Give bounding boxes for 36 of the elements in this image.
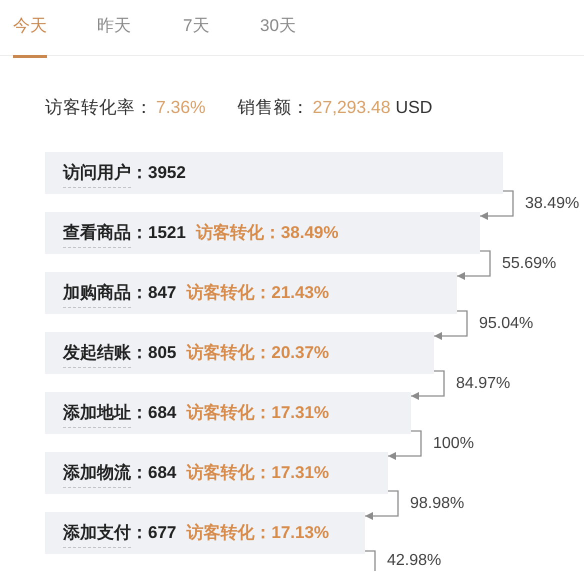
funnel-bar — [45, 212, 480, 254]
connector-arrow — [457, 250, 491, 280]
connector-arrow — [480, 190, 514, 220]
conversion-rate: 访客转化：17.31% — [186, 403, 330, 423]
active-tab: 今天 — [13, 16, 47, 58]
conversion-rate: 访客转化：17.31% — [186, 463, 330, 483]
currency-unit: USD — [395, 97, 432, 117]
stage-count: 添加支付：677 — [63, 518, 176, 548]
funnel-bar — [45, 452, 388, 494]
metric-value: 7.36% — [156, 97, 206, 117]
conversion-rate: 访客转化：38.49% — [196, 223, 338, 243]
tab-label: 7天 — [183, 16, 210, 36]
stage-count: 加购商品：847 — [63, 278, 176, 308]
metric-label: 访客转化率： — [45, 97, 153, 117]
connector-arrow — [365, 490, 399, 520]
stage-count: 添加地址：684 — [63, 398, 176, 428]
metric-value: 27,293.48 — [312, 97, 390, 117]
conversion-rate: 访客转化：17.13% — [186, 523, 330, 543]
stage-count: 访问用户：3952 — [63, 158, 186, 188]
tab-label: 昨天 — [97, 16, 131, 36]
funnel-bar — [45, 152, 503, 194]
stage-count: 查看商品：1521 — [63, 218, 186, 248]
funnel-bar — [45, 272, 457, 314]
metric-label: 销售额： — [238, 97, 310, 117]
stage-count: 发起结账：805 — [63, 338, 176, 368]
conversion-rate: 访客转化：20.37% — [186, 343, 330, 363]
connector-arrow — [365, 550, 376, 571]
stage-count: 添加物流：684 — [63, 458, 176, 488]
connector-arrow — [411, 370, 445, 400]
connector-arrow — [388, 430, 422, 460]
funnel-bar — [45, 512, 365, 554]
conversion-rate: 访客转化：21.43% — [186, 283, 330, 303]
connector-arrow — [434, 310, 468, 340]
tab-label: 30天 — [260, 16, 296, 36]
funnel-bar — [45, 332, 434, 374]
funnel-bar — [45, 392, 411, 434]
